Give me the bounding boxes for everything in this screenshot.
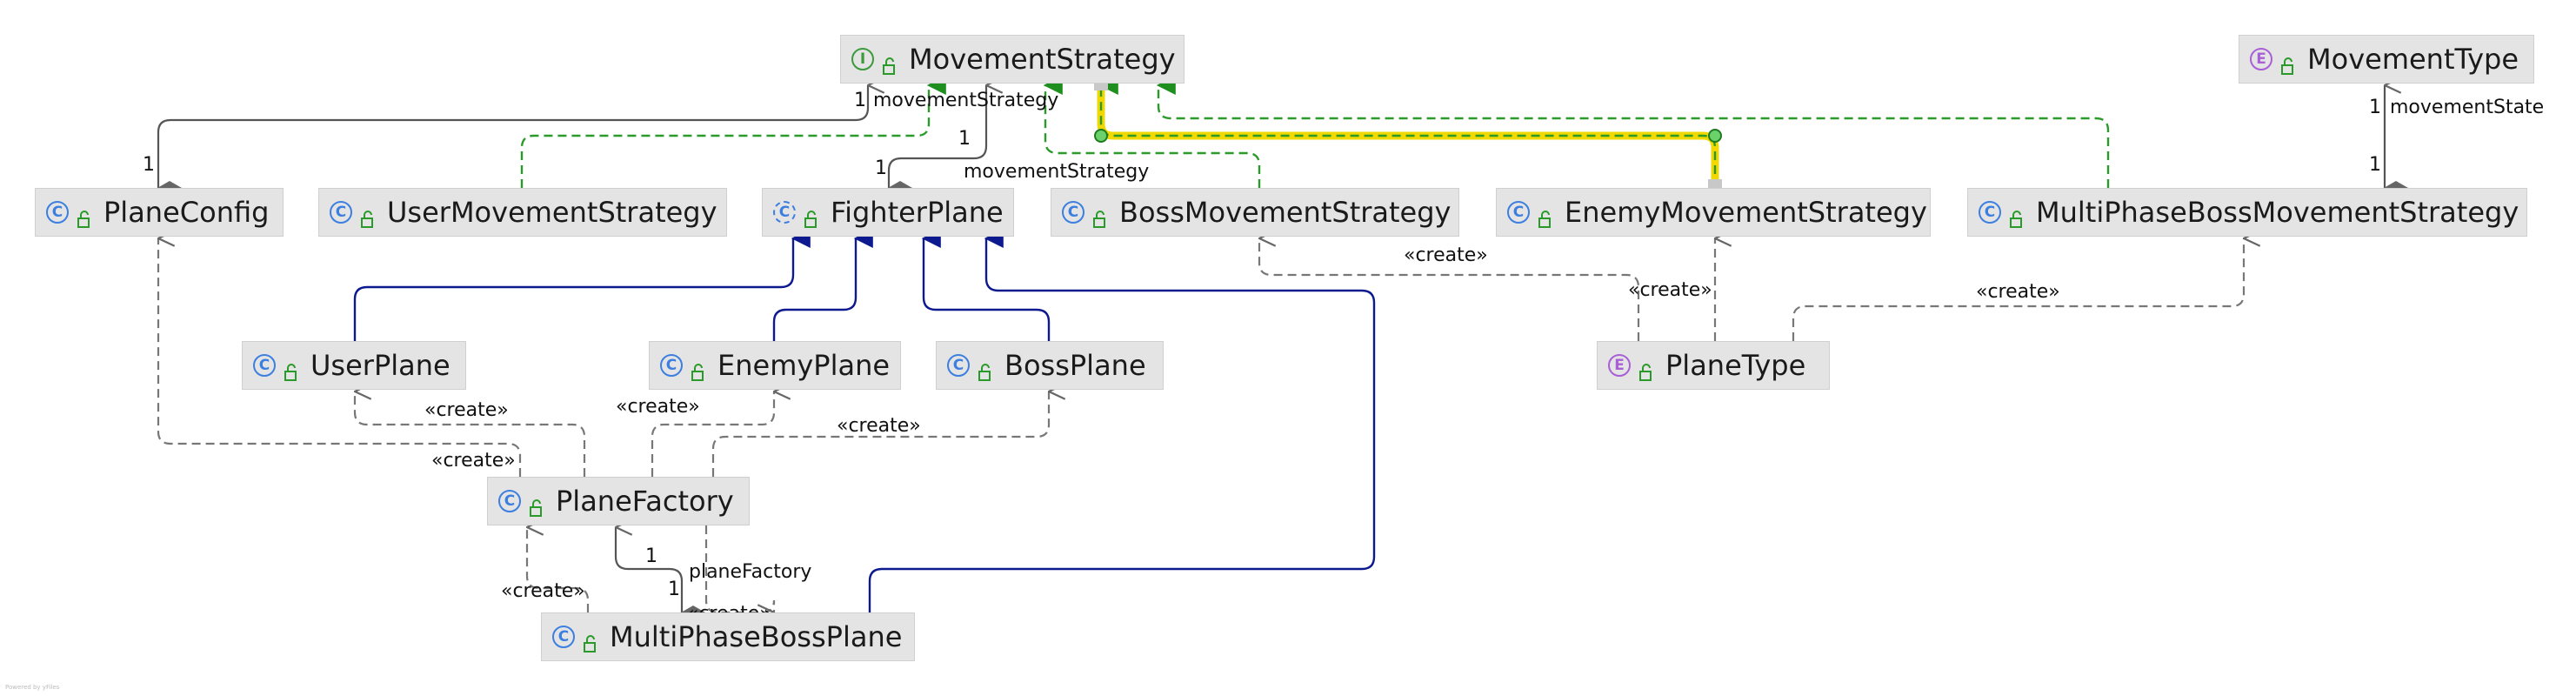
create-edge-plane-factory-plane-config[interactable]: [157, 238, 522, 477]
class-name: EnemyMovementStrategy: [1565, 196, 1927, 229]
label-role-movement-strategy-top: movementStrategy: [873, 90, 1058, 111]
public-visibility-icon: [803, 203, 818, 228]
extends-edge-user-plane[interactable]: [353, 229, 811, 341]
class-name: PlaneFactory: [556, 485, 734, 518]
label-create-boss-plane: «create»: [837, 415, 921, 437]
create-edge-plane-type-boss-movement-strategy[interactable]: [1258, 238, 1640, 341]
class-name: MovementType: [2307, 43, 2519, 76]
class-plane-factory[interactable]: C PlaneFactory: [487, 477, 750, 525]
implements-edge-enemy-movement-strategy[interactable]: [1098, 76, 1717, 188]
enum-icon: E: [2250, 48, 2272, 70]
public-visibility-icon: [977, 356, 992, 381]
create-edge-plane-factory-boss-plane[interactable]: [711, 392, 1049, 477]
label-multiplicity-movement-strategy-top: 1: [854, 90, 866, 111]
label-multiplicity-plane-factory: 1: [645, 545, 657, 567]
label-create-multi-phase-boss-movement-strategy: «create»: [1976, 281, 2060, 303]
class-icon: C: [660, 354, 683, 377]
class-icon: C: [46, 201, 69, 224]
extends-edge-enemy-plane[interactable]: [772, 229, 873, 341]
public-visibility-icon: [528, 492, 544, 517]
enum-plane-type[interactable]: E PlaneType: [1597, 341, 1830, 390]
interface-icon: I: [851, 48, 874, 70]
enum-movement-type[interactable]: E MovementType: [2239, 35, 2534, 84]
class-enemy-plane[interactable]: C EnemyPlane: [649, 341, 901, 390]
class-icon: C: [1979, 201, 2001, 224]
class-boss-movement-strategy[interactable]: C BossMovementStrategy: [1051, 188, 1459, 237]
class-user-movement-strategy[interactable]: C UserMovementStrategy: [318, 188, 727, 237]
relationship-edges: [157, 76, 2385, 612]
class-name: PlaneConfig: [103, 196, 270, 229]
public-visibility-icon: [283, 356, 298, 381]
label-create-multi-phase-from-factory: «create»: [501, 580, 585, 602]
label-multiplicity-fighter-plane: 1: [875, 157, 887, 179]
class-name: BossPlane: [1004, 349, 1146, 382]
label-role-fighter-plane-ms: movementStrategy: [964, 161, 1149, 183]
class-icon: C: [253, 354, 276, 377]
class-user-plane[interactable]: C UserPlane: [242, 341, 466, 390]
label-role-plane-factory: planeFactory: [689, 561, 811, 583]
class-icon: C: [947, 354, 970, 377]
class-name: FighterPlane: [831, 196, 1004, 229]
class-icon: C: [1062, 201, 1084, 224]
label-role-movement-state: movementState: [2390, 97, 2544, 118]
public-visibility-icon: [1091, 203, 1107, 228]
label-create-enemy-plane: «create»: [616, 396, 700, 418]
public-visibility-icon: [76, 203, 91, 228]
label-multiplicity-fighter-plane-ms: 1: [958, 128, 971, 150]
create-edge-plane-factory-user-plane[interactable]: [353, 392, 586, 477]
label-create-user-plane: «create»: [424, 399, 509, 421]
public-visibility-icon: [2279, 50, 2295, 75]
label-multiplicity-multi-phase-strategy: 1: [2369, 154, 2381, 176]
class-name: BossMovementStrategy: [1119, 196, 1452, 229]
public-visibility-icon: [2008, 203, 2024, 228]
label-create-enemy-movement-strategy: «create»: [1628, 279, 1712, 301]
create-edge-plane-factory-enemy-plane[interactable]: [651, 392, 774, 477]
extends-edge-multi-phase-boss-plane[interactable]: [868, 229, 1376, 612]
class-icon: C: [552, 626, 575, 648]
class-name: UserMovementStrategy: [387, 196, 717, 229]
class-multi-phase-boss-plane[interactable]: C MultiPhaseBossPlane: [541, 612, 915, 661]
class-name: MultiPhaseBossMovementStrategy: [2036, 196, 2519, 229]
class-name: MultiPhaseBossPlane: [610, 620, 903, 653]
create-edge-multi-phase-boss-plane-plane-factory[interactable]: [525, 527, 590, 612]
selected-edge-highlight: [1097, 87, 1719, 188]
edge-bend-handle[interactable]: [1094, 129, 1108, 143]
class-name: UserPlane: [310, 349, 450, 382]
class-name: MovementStrategy: [909, 43, 1176, 76]
abstract-class-fighter-plane[interactable]: C FighterPlane: [762, 188, 1014, 237]
class-movement-strategy[interactable]: I MovementStrategy: [840, 35, 1185, 84]
association-edge-fighter-plane-movement-strategy[interactable]: [887, 85, 986, 188]
enum-icon: E: [1608, 354, 1631, 377]
public-visibility-icon: [1537, 203, 1552, 228]
public-visibility-icon: [582, 627, 597, 652]
label-multiplicity-plane-config: 1: [143, 154, 155, 176]
extends-edge-boss-plane[interactable]: [921, 229, 1051, 341]
relationship-labels: «create» «create» «create» «create» «create»…: [143, 90, 2544, 625]
class-plane-config[interactable]: C PlaneConfig: [35, 188, 284, 237]
create-edge-plane-type-multi-phase-boss-movement-strategy[interactable]: [1792, 238, 2244, 341]
class-icon: C: [498, 490, 521, 512]
class-name: PlaneType: [1665, 349, 1806, 382]
class-icon: C: [330, 201, 352, 224]
public-visibility-icon: [359, 203, 375, 228]
class-icon: C: [1507, 201, 1530, 224]
public-visibility-icon: [1638, 356, 1653, 381]
abstract-class-icon: C: [773, 201, 796, 224]
label-create-boss-movement-strategy: «create»: [1404, 244, 1488, 266]
association-edge-plane-config-movement-strategy[interactable]: [157, 85, 868, 188]
label-multiplicity-multi-phase-boss-plane: 1: [668, 579, 680, 600]
footer-credit: Powered by yFiles: [5, 684, 60, 691]
class-multi-phase-boss-movement-strategy[interactable]: C MultiPhaseBossMovementStrategy: [1967, 188, 2527, 237]
label-multiplicity-movement-type: 1: [2369, 97, 2381, 118]
implements-edge-multi-phase-boss-movement-strategy[interactable]: [1156, 76, 2110, 188]
label-create-plane-config: «create»: [431, 450, 516, 472]
class-name: EnemyPlane: [717, 349, 891, 382]
public-visibility-icon: [881, 50, 897, 75]
association-edge-plane-factory[interactable]: [614, 527, 682, 612]
class-enemy-movement-strategy[interactable]: C EnemyMovementStrategy: [1496, 188, 1931, 237]
class-boss-plane[interactable]: C BossPlane: [936, 341, 1164, 390]
edge-bend-handle[interactable]: [1708, 129, 1722, 143]
public-visibility-icon: [690, 356, 705, 381]
